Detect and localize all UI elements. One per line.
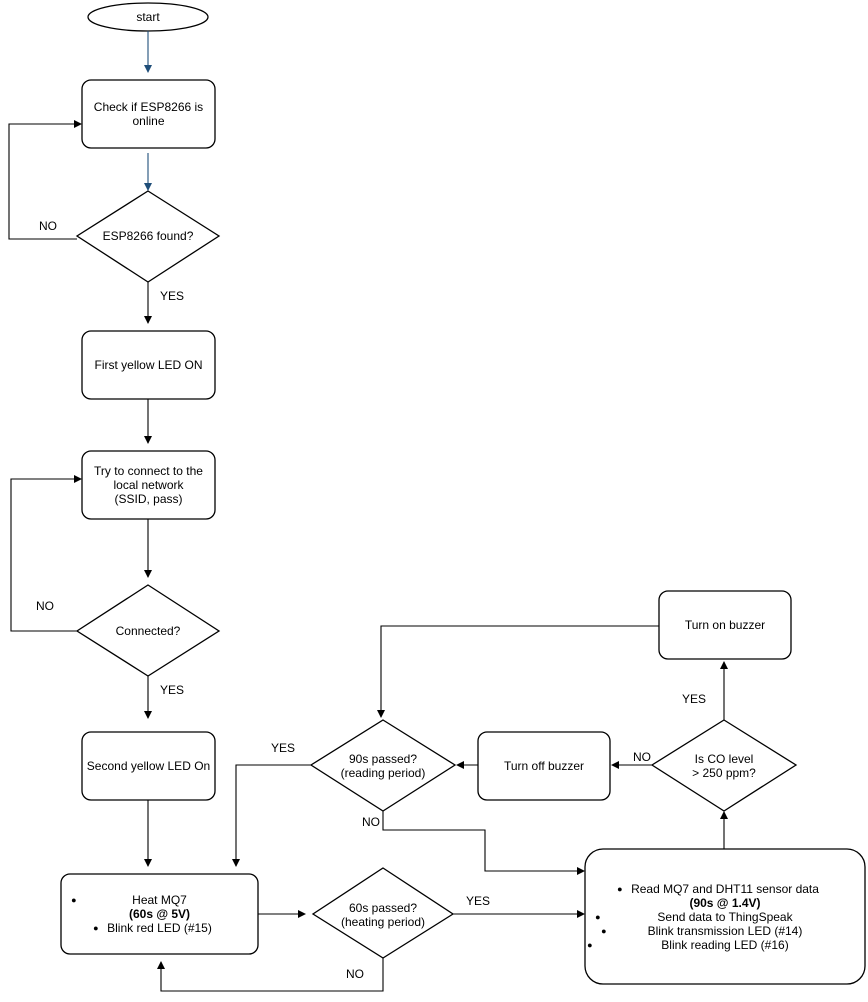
buzzer-on-shape [658,590,792,660]
edge-label-p90-no: NO [362,815,380,829]
connect-node: Try to connect to the local network (SSI… [82,451,215,519]
buzzer-off-label: Turn off buzzer [503,759,585,773]
heat-item-2: ●Blink red LED (#15) [93,921,212,935]
esp-found-node: ESP8266 found? [77,222,219,250]
esp-found-label: ESP8266 found? [102,229,194,243]
co-node: Is CO level > 250 ppm? [652,751,796,781]
edge-label-connected-no: NO [36,599,54,613]
bullet-icon: ● [93,923,99,933]
connect-label-1: Try to connect to the [94,464,203,478]
p60-label-2: (heating period) [340,915,426,929]
start-node: start [88,3,208,31]
led1-node: First yellow LED ON [82,331,215,399]
edge-p90-no [382,811,585,875]
read-node: ●Read MQ7 and DHT11 sensor data (90s @ 1… [585,849,865,984]
connect-label-2: local network [113,478,184,492]
edge-label-p60-no: NO [346,967,364,981]
read-item-1-detail: (90s @ 1.4V) [689,895,761,910]
edge-label-found-no: NO [39,219,57,233]
read-item-4: ●Blink reading LED (#16) [587,937,789,952]
heat-node: ●Heat MQ7 (60s @ 5V) ●Blink red LED (#15… [61,874,258,954]
bullet-icon: ● [587,939,593,950]
check-online-node: Check if ESP8266 is online [82,80,215,148]
edge-connected-no [10,475,82,632]
edge-p90-yes [232,764,311,867]
edge-label-co-no: NO [633,750,651,764]
bullet-icon: ● [595,911,601,922]
buzzer-off-node: Turn off buzzer [478,732,610,800]
buzzer-on-label: Turn on buzzer [684,618,766,632]
bullet-icon: ● [617,883,623,894]
led2-node: Second yellow LED On [82,732,215,800]
bullet-icon: ● [601,925,607,936]
edge-label-p90-yes: YES [271,741,296,755]
bullet-icon: ● [71,895,77,905]
led1-label: First yellow LED ON [94,358,203,372]
edge-found-no [8,120,82,240]
edge-buzzeron-p90 [377,625,659,718]
edge-label-connected-yes: YES [160,683,185,697]
edge-p60-no [157,958,384,992]
buzzer-on-node: Turn on buzzer [659,591,791,659]
check-online-label-2: online [132,114,165,128]
led2-label: Second yellow LED On [86,759,211,773]
read-item-2: ●Send data to ThingSpeak [595,909,793,924]
connect-label-3: (SSID, pass) [114,492,183,506]
heat-item-1: ●Heat MQ7 [71,893,187,907]
read-item-3: ●Blink transmission LED (#14) [601,923,803,938]
co-label-2: > 250 ppm? [692,766,756,780]
start-label: start [136,10,160,24]
edge-label-co-yes: YES [682,692,707,706]
check-online-shape [81,79,216,149]
check-online-label-1: Check if ESP8266 is [93,100,204,114]
edge-label-found-yes: YES [160,289,185,303]
connected-label: Connected? [115,624,181,638]
connected-node: Connected? [77,617,219,645]
read-item-1: ●Read MQ7 and DHT11 sensor data [617,881,819,896]
read-shape [584,848,866,985]
p90-label-2: (reading period) [340,766,426,780]
heat-item-1-detail: (60s @ 5V) [128,907,191,921]
edge-label-p60-yes: YES [466,894,491,908]
heat-list: ●Heat MQ7 (60s @ 5V) ●Blink red LED (#15… [71,893,212,935]
p90-label-1: 90s passed? [348,752,418,766]
buzzer-off-shape [477,731,611,801]
p60-label-1: 60s passed? [348,901,418,915]
p90-node: 90s passed? (reading period) [311,751,455,781]
read-list: ●Read MQ7 and DHT11 sensor data (90s @ 1… [587,881,819,952]
p60-node: 60s passed? (heating period) [313,900,453,930]
co-label-1: Is CO level [694,752,754,766]
